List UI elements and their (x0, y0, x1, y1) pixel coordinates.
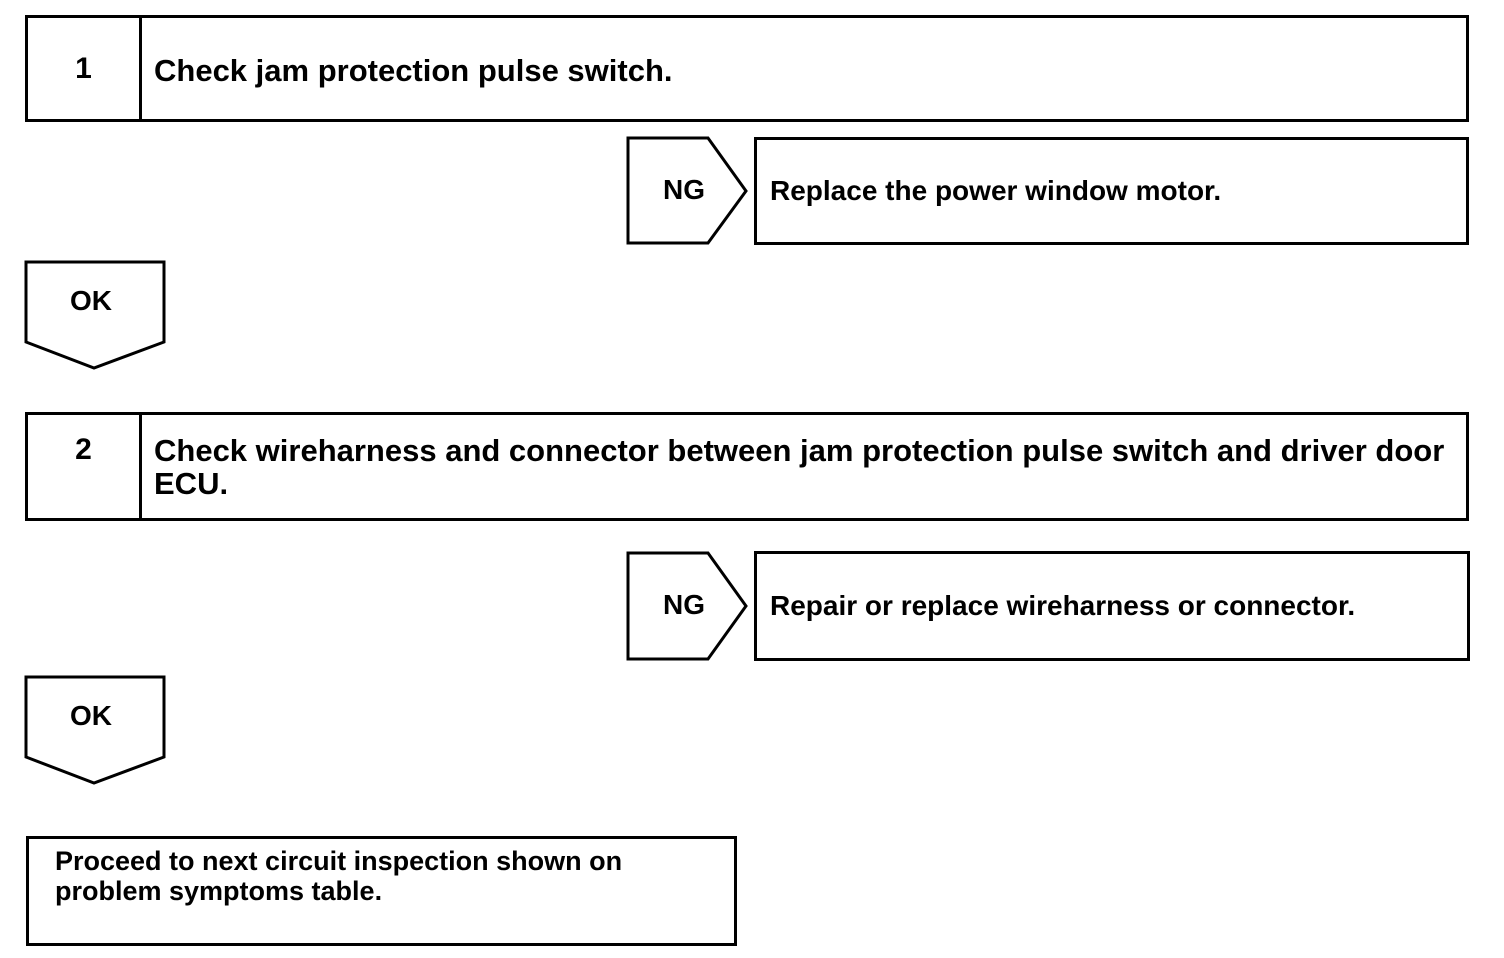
step-2-box: 2 Check wireharness and connector betwee… (25, 412, 1469, 521)
ng-result-2-text: Repair or replace wireharness or connect… (770, 590, 1356, 621)
ng-arrow-2 (626, 551, 748, 661)
step-1-number: 1 (28, 18, 142, 119)
final-box: Proceed to next circuit inspection shown… (26, 836, 737, 946)
ok-label-2: OK (70, 700, 112, 731)
step-2-number: 2 (28, 415, 142, 518)
ng-result-1-text: Replace the power window motor. (770, 175, 1222, 206)
ng-label-1: NG (663, 174, 705, 205)
step-1-title: Check jam protection pulse switch. (154, 53, 673, 88)
step-2-title: Check wireharness and connector between … (154, 433, 1445, 501)
ok-arrow-1 (24, 260, 166, 370)
ok-arrow-2 (24, 675, 166, 785)
ng-result-1-box: Replace the power window motor. (754, 137, 1469, 245)
ng-arrow-1 (626, 136, 748, 245)
ng-result-2-box: Repair or replace wireharness or connect… (754, 551, 1470, 661)
ng-label-2: NG (663, 589, 705, 620)
ok-label-1: OK (70, 285, 112, 316)
step-1-box: 1 Check jam protection pulse switch. (25, 15, 1469, 122)
final-text: Proceed to next circuit inspection shown… (55, 846, 623, 906)
